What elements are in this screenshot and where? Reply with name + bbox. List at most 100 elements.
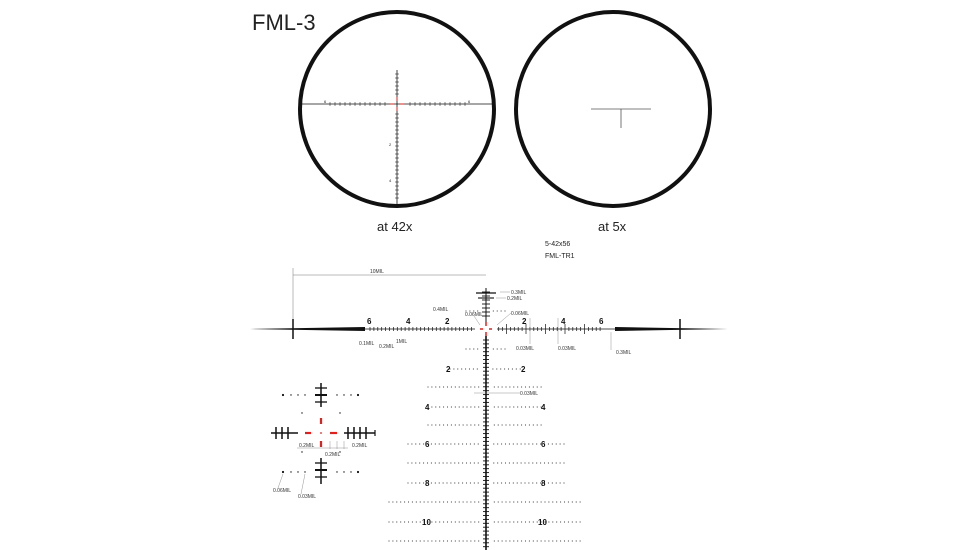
- holdover-dot: [392, 540, 394, 542]
- holdover-dot: [469, 462, 471, 464]
- holdover-dot: [548, 521, 550, 523]
- holdover-dot: [411, 482, 413, 484]
- holdover-dot: [528, 462, 530, 464]
- holdover-dot: [556, 501, 558, 503]
- holdover-dot: [458, 424, 460, 426]
- holdover-dot: [396, 521, 398, 523]
- holdover-dot: [434, 482, 436, 484]
- scale-number: 6: [425, 440, 430, 449]
- holdover-dot: [439, 424, 441, 426]
- holdover-dot: [524, 501, 527, 503]
- holdover-dot: [524, 462, 526, 464]
- holdover-dot: [427, 424, 429, 426]
- holdover-dot: [579, 521, 581, 523]
- scale-number: 8: [541, 479, 546, 488]
- holdover-dot: [473, 482, 475, 484]
- horizontal-numbers: 6 4 2 2 4 6: [367, 317, 604, 326]
- holdover-dot: [470, 501, 472, 503]
- holdover-dot: [544, 501, 546, 503]
- holdover-dot: [431, 386, 433, 388]
- holdover-dot: [443, 540, 445, 542]
- holdover-dot: [473, 443, 475, 445]
- holdover-dot: [446, 482, 448, 484]
- annotation: 0.06MIL: [511, 311, 529, 317]
- holdover-dot: [427, 540, 429, 542]
- holdover-dot: [536, 462, 538, 464]
- holdover-dot: [350, 471, 352, 473]
- holdover-dot: [443, 424, 445, 426]
- holdover-dot: [454, 424, 456, 426]
- holdover-dot: [536, 501, 538, 503]
- holdover-dot: [427, 501, 429, 503]
- holdover-dot: [462, 540, 464, 542]
- center-inset: [271, 383, 376, 495]
- holdover-dot: [512, 482, 514, 484]
- annotation: 0.4MIL: [433, 307, 449, 313]
- holdover-dot: [532, 443, 534, 445]
- holdover-dot: [427, 406, 429, 408]
- holdover-dot: [439, 521, 441, 523]
- scope-view-42x: [298, 10, 496, 208]
- holdover-dot: [511, 368, 513, 370]
- holdover-dot: [478, 501, 480, 503]
- annotation: 0.3MIL: [616, 350, 632, 356]
- holdover-dot: [469, 310, 471, 312]
- holdover-dot: [547, 482, 549, 484]
- holdover-dot: [450, 482, 452, 484]
- holdover-dot: [450, 443, 452, 445]
- holdover-dot: [501, 501, 503, 503]
- holdover-dot: [458, 482, 460, 484]
- holdover-dot: [528, 386, 530, 388]
- holdover-dot: [470, 521, 472, 523]
- holdover-dot: [532, 521, 534, 523]
- holdover-dot: [517, 406, 519, 408]
- holdover-dot: [427, 386, 429, 388]
- holdover-dot: [507, 368, 510, 370]
- holdover-dot: [442, 462, 444, 464]
- holdover-dot: [407, 521, 410, 523]
- scale-number: 4: [425, 403, 430, 412]
- holdover-dot: [540, 482, 542, 484]
- holdover-dot: [304, 471, 306, 473]
- holdover-dot: [524, 424, 527, 426]
- holdover-dot: [559, 443, 561, 445]
- view-number: 2: [389, 142, 392, 147]
- holdover-dot: [431, 501, 433, 503]
- holdover-dot: [536, 386, 538, 388]
- holdover-dot: [505, 521, 507, 523]
- holdover-dot: [443, 501, 445, 503]
- holdover-dot: [543, 482, 546, 484]
- holdover-dot: [462, 406, 464, 408]
- holdover-dot: [567, 501, 569, 503]
- scale-number: 2: [446, 365, 451, 374]
- holdover-dot: [521, 540, 523, 542]
- holdover-dot: [540, 462, 542, 464]
- holdover-dot: [536, 406, 538, 408]
- holdover-dot: [497, 540, 499, 542]
- holdover-dot: [504, 348, 506, 350]
- holdover-dot: [474, 501, 476, 503]
- holdover-dot: [356, 393, 360, 397]
- holdover-dot: [509, 540, 511, 542]
- holdover-dot: [415, 443, 417, 445]
- holdover-dot: [497, 521, 499, 523]
- holdover-dot: [524, 540, 527, 542]
- view-number: 4: [389, 178, 392, 183]
- holdover-dot: [496, 348, 498, 350]
- view-label-5x: at 5x: [598, 219, 627, 234]
- holdover-dot: [492, 368, 494, 370]
- holdover-dot: [497, 386, 499, 388]
- holdover-dot: [493, 406, 495, 408]
- holdover-dot: [520, 462, 522, 464]
- holdover-dot: [450, 406, 452, 408]
- holdover-dot: [500, 310, 502, 312]
- holdover-dot: [458, 443, 460, 445]
- holdover-dot: [524, 406, 527, 408]
- holdover-dot: [468, 368, 471, 370]
- holdover-dot: [555, 443, 557, 445]
- holdover-dot: [532, 424, 534, 426]
- holdover-dot: [509, 406, 511, 408]
- holdover-dot: [454, 386, 456, 388]
- holdover-dot: [404, 521, 406, 523]
- holdover-dot: [462, 482, 464, 484]
